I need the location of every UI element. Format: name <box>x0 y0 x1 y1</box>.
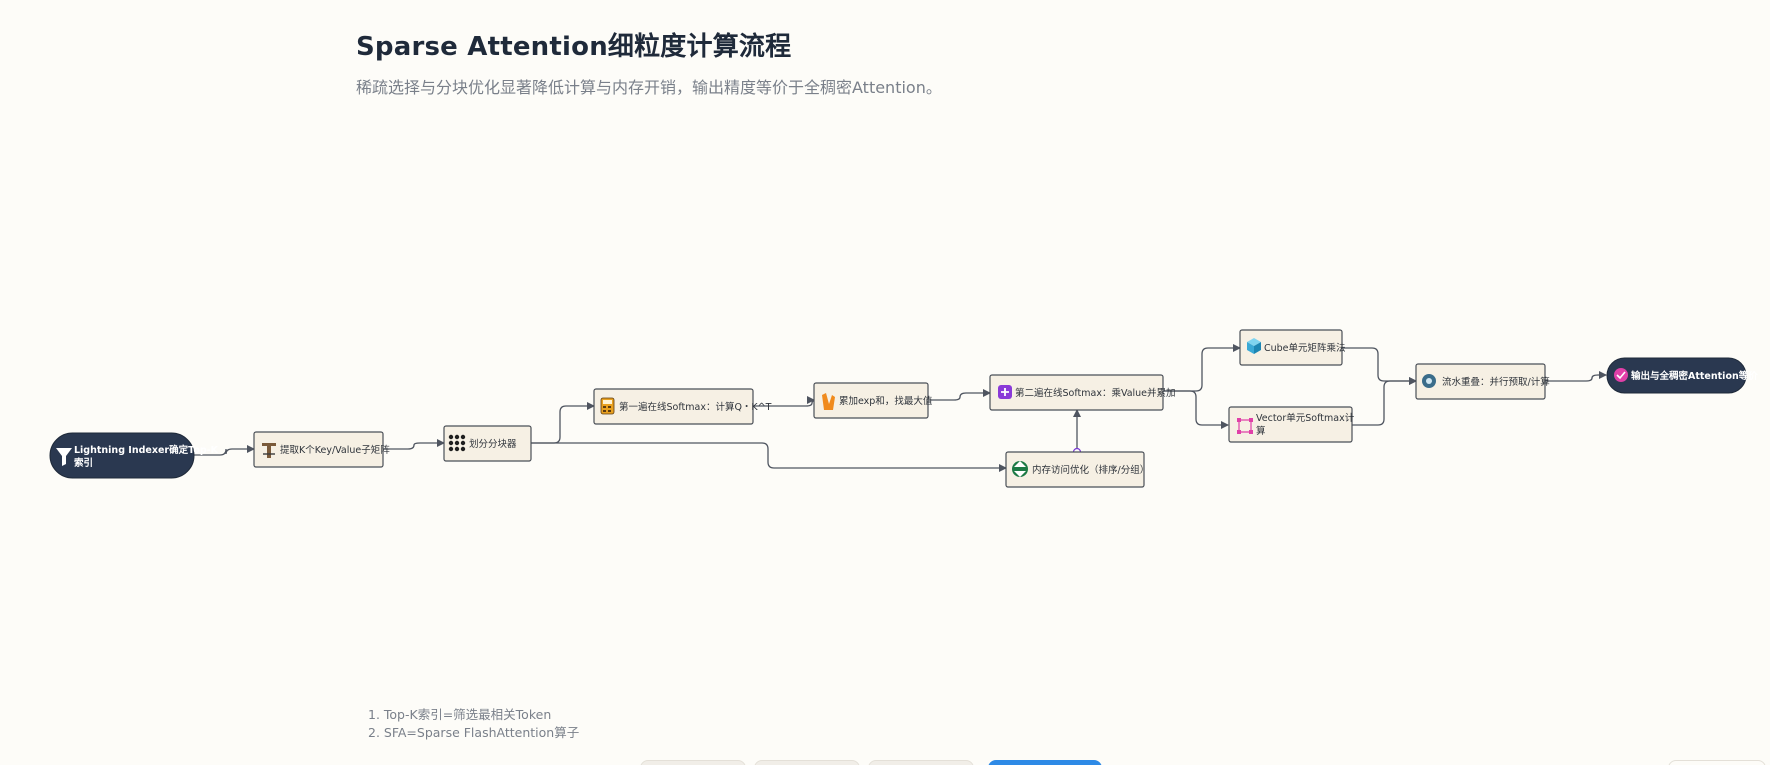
calculator-icon <box>600 397 615 415</box>
edge-n9-n10 <box>1352 377 1417 426</box>
grid-icon <box>448 434 466 452</box>
edge-n2-n3 <box>383 439 445 450</box>
node-pipeline-overlap[interactable]: 流水重叠：并行预取/计算 <box>1415 363 1550 400</box>
footnote-item: 1. Top-K索引=筛选最相关Token <box>368 707 552 722</box>
edge-n6-n9 <box>1163 390 1229 429</box>
sort-icon <box>1012 461 1028 477</box>
footnotes: 1. Top-K索引=筛选最相关Token 2. SFA=Sparse Flas… <box>368 706 579 742</box>
node-label-n9a: Vector单元Softmax计 <box>1256 412 1355 424</box>
hands-icon <box>822 393 835 410</box>
node-first-softmax[interactable]: 第一遍在线Softmax：计算Q・K^T <box>593 388 772 425</box>
tool-icon <box>262 443 276 458</box>
edge-n10-n11 <box>1545 371 1607 382</box>
node-label-n7: 内存访问优化（排序/分组） <box>1032 464 1149 476</box>
edge-n1-n2 <box>194 445 255 456</box>
edge-n8-n10 <box>1342 347 1417 385</box>
cube-icon <box>1247 338 1261 354</box>
funnel-icon <box>56 448 72 466</box>
node-label-n2: 提取K个Key/Value子矩阵 <box>280 444 390 456</box>
bottom-tab-2[interactable] <box>754 760 860 765</box>
edge-n5-n6 <box>928 389 991 401</box>
plus-square-icon <box>998 385 1012 399</box>
node-memory-opt[interactable]: 内存访问优化（排序/分组） <box>1005 451 1149 488</box>
node-cube-matmul[interactable]: Cube单元矩阵乘法 <box>1239 329 1346 366</box>
pipeline-icon <box>1422 374 1436 388</box>
edge-n6-n8 <box>1163 344 1241 392</box>
edge-n3-n4 <box>531 402 595 444</box>
node-second-softmax[interactable]: 第二遍在线Softmax：乘Value并累加 <box>989 374 1176 411</box>
node-accumulate-exp[interactable]: 累加exp和，找最大值 <box>813 382 933 419</box>
node-partition[interactable]: 划分分块器 <box>443 425 532 462</box>
node-vector-softmax[interactable]: Vector单元Softmax计 算 <box>1228 406 1355 443</box>
bottom-tab-active[interactable] <box>988 760 1102 765</box>
node-output[interactable]: 输出与全稠密Attention等价 <box>1606 357 1758 394</box>
node-label-n1b: 索引 <box>74 457 93 469</box>
bottom-tab-3[interactable] <box>868 760 974 765</box>
node-label-n8: Cube单元矩阵乘法 <box>1264 342 1346 354</box>
node-label-n3: 划分分块器 <box>469 438 517 450</box>
node-label-n9b: 算 <box>1256 425 1266 437</box>
page-subtitle: 稀疏选择与分块优化显著降低计算与内存开销，输出精度等价于全稠密Attention… <box>356 78 942 97</box>
node-label-n6: 第二遍在线Softmax：乘Value并累加 <box>1015 387 1176 399</box>
edge-n3-n7 <box>531 442 1007 472</box>
edges <box>194 344 1607 472</box>
node-label-n11: 输出与全稠密Attention等价 <box>1631 370 1758 382</box>
node-extract-kv[interactable]: 提取K个Key/Value子矩阵 <box>253 431 390 468</box>
bottom-tab-1[interactable] <box>640 760 746 765</box>
page-title: Sparse Attention细粒度计算流程 <box>356 32 792 62</box>
node-label-n5: 累加exp和，找最大值 <box>839 395 933 407</box>
footnote-item: 2. SFA=Sparse FlashAttention算子 <box>368 725 580 740</box>
node-label-n4: 第一遍在线Softmax：计算Q・K^T <box>619 401 772 413</box>
node-lightning-indexer[interactable]: Lightning Indexer确定Top-K 索引 <box>49 432 219 479</box>
node-label-n1a: Lightning Indexer确定Top-K <box>74 444 219 456</box>
vector-icon <box>1237 418 1253 434</box>
bottom-corner-tab[interactable] <box>1668 760 1766 765</box>
node-label-n10: 流水重叠：并行预取/计算 <box>1442 376 1550 388</box>
check-icon <box>1614 368 1628 382</box>
